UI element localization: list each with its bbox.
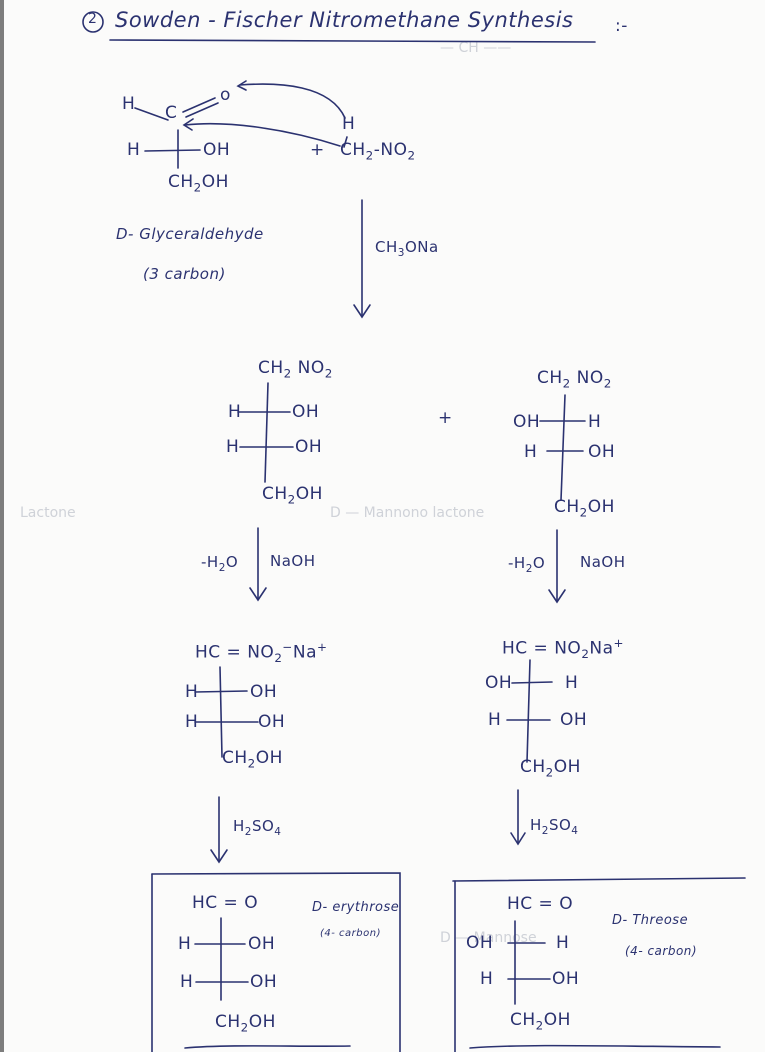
glyceraldehyde-name: D- Glyceraldehyde <box>116 225 264 243</box>
bleed-through-text: Lactone <box>20 505 76 521</box>
title-suffix: :- <box>615 16 628 36</box>
nitronate-right-r2-right: OH <box>560 710 588 730</box>
glyceraldehyde-row1-left: H <box>127 140 141 160</box>
bleed-through-text: D — Mannose <box>440 930 537 946</box>
erythrose-r1-right: OH <box>248 934 276 954</box>
threose-r1-left: OH <box>466 933 494 953</box>
nitro-alcohol-right-bottom: CH2OH <box>554 497 615 520</box>
nitro-alcohol-left-top: CH2 NO2 <box>258 358 333 381</box>
threose-r1-right: H <box>556 933 570 953</box>
erythrose-bottom: CH2OH <box>215 1012 276 1035</box>
nitro-alcohol-right-r2-right: OH <box>588 442 616 462</box>
section-number: 2 <box>88 11 98 27</box>
nitro-alcohol-right-r2-left: H <box>524 442 538 462</box>
threose-r2-right: OH <box>552 969 580 989</box>
nitronate-left-r2-right: OH <box>258 712 286 732</box>
glyceraldehyde-note: (3 carbon) <box>143 265 226 283</box>
nitro-alcohol-right-r1-right: H <box>588 412 602 432</box>
nitronate-right-top: HC = NO2Na+ <box>502 636 624 662</box>
page-edge <box>0 0 4 1052</box>
nitronate-left-top: HC = NO2−Na+ <box>195 640 328 666</box>
glyceraldehyde-row1-right: OH <box>203 140 231 160</box>
nitro-alcohol-left-r1-right: OH <box>292 402 320 422</box>
nitronate-left-r1-right: OH <box>250 682 278 702</box>
nitro-alcohol-left-r2-right: OH <box>295 437 323 457</box>
glyceraldehyde-bottom: CH2OH <box>168 172 229 195</box>
threose-bottom: CH2OH <box>510 1010 571 1033</box>
bleed-through-text: D — Mannono lactone <box>330 505 485 521</box>
reagent-sodium-methoxide: CH3ONa <box>375 238 439 259</box>
threose-name: D- Threose <box>612 913 689 928</box>
nitromethane-h: H <box>342 114 356 134</box>
bleed-through-text: — CH —— <box>440 40 512 56</box>
erythrose-r2-right: OH <box>250 972 278 992</box>
right-acid-label: H2SO4 <box>530 816 579 837</box>
left-naoh-label: NaOH <box>270 552 316 570</box>
nitronate-left-bottom: CH2OH <box>222 748 283 771</box>
right-naoh-label: NaOH <box>580 553 626 571</box>
nitronate-right-r1-right: H <box>565 673 579 693</box>
plus-sign: + <box>310 140 325 160</box>
erythrose-r1-left: H <box>178 934 192 954</box>
nitro-alcohol-left-bottom: CH2OH <box>262 484 323 507</box>
glyceraldehyde-carbonyl: C <box>165 103 178 123</box>
nitronate-right-r2-left: H <box>488 710 502 730</box>
threose-top: HC = O <box>507 894 574 914</box>
nitro-alcohol-right-r1-left: OH <box>513 412 541 432</box>
nitro-alcohol-left-r2-left: H <box>226 437 240 457</box>
nitro-alcohol-right-top: CH2 NO2 <box>537 368 612 391</box>
nitromethane-formula: CH2-NO2 <box>340 140 416 163</box>
glyceraldehyde-oxygen: o <box>220 85 231 105</box>
erythrose-name: D- erythrose <box>312 900 400 915</box>
erythrose-top: HC = O <box>192 893 259 913</box>
nitronate-left-r1-left: H <box>185 682 199 702</box>
page-title: Sowden - Fischer Nitromethane Synthesis <box>115 8 574 32</box>
glyceraldehyde-top-h: H <box>122 94 136 114</box>
threose-note: (4- carbon) <box>625 944 698 958</box>
nitronate-right-bottom: CH2OH <box>520 757 581 780</box>
right-dehydration-label: -H2O <box>508 554 546 575</box>
erythrose-note: (4- carbon) <box>320 928 381 939</box>
nitronate-left-r2-left: H <box>185 712 199 732</box>
threose-r2-left: H <box>480 969 494 989</box>
nitronate-right-r1-left: OH <box>485 673 513 693</box>
plus-between-isomers: + <box>438 408 453 428</box>
erythrose-r2-left: H <box>180 972 194 992</box>
nitro-alcohol-left-r1-left: H <box>228 402 242 422</box>
left-dehydration-label: -H2O <box>201 553 239 574</box>
left-acid-label: H2SO4 <box>233 817 282 838</box>
